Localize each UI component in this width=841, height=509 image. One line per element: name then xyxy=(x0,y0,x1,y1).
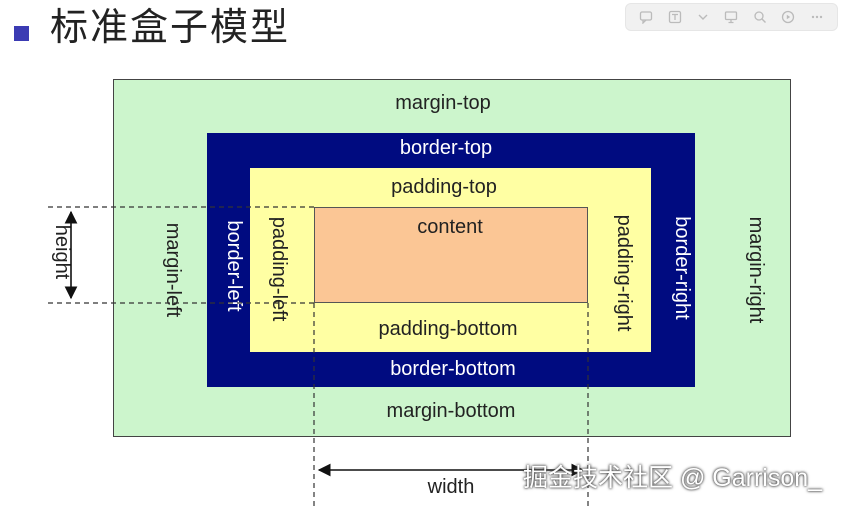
chevron-down-icon[interactable] xyxy=(694,8,712,26)
margin-bottom-label: margin-bottom xyxy=(386,400,516,422)
margin-left-label: margin-left xyxy=(162,222,184,318)
watermark: 掘金技术社区 @ Garrison_ xyxy=(523,464,823,492)
content-area xyxy=(314,207,588,303)
play-icon[interactable] xyxy=(779,8,797,26)
padding-right-label: padding-right xyxy=(613,214,635,332)
border-bottom-label: border-bottom xyxy=(390,358,516,380)
content-label: content xyxy=(417,216,483,238)
margin-top-label: margin-top xyxy=(395,92,491,114)
zoom-icon[interactable] xyxy=(751,8,769,26)
width-label: width xyxy=(427,476,475,498)
title-bullet xyxy=(14,26,29,41)
padding-left-label: padding-left xyxy=(268,216,290,322)
translate-icon[interactable] xyxy=(666,8,684,26)
page-title: 标准盒子模型 xyxy=(50,5,291,49)
border-top-label: border-top xyxy=(399,137,493,159)
margin-right-label: margin-right xyxy=(745,216,767,324)
border-left-label: border-left xyxy=(223,220,245,312)
border-right-label: border-right xyxy=(671,216,693,320)
padding-top-label: padding-top xyxy=(391,176,497,198)
height-label: height xyxy=(51,224,73,280)
more-icon[interactable] xyxy=(808,8,826,26)
padding-bottom-label: padding-bottom xyxy=(378,318,518,340)
comment-icon[interactable] xyxy=(637,8,655,26)
monitor-icon[interactable] xyxy=(722,8,740,26)
viewer-toolbar xyxy=(625,3,838,31)
